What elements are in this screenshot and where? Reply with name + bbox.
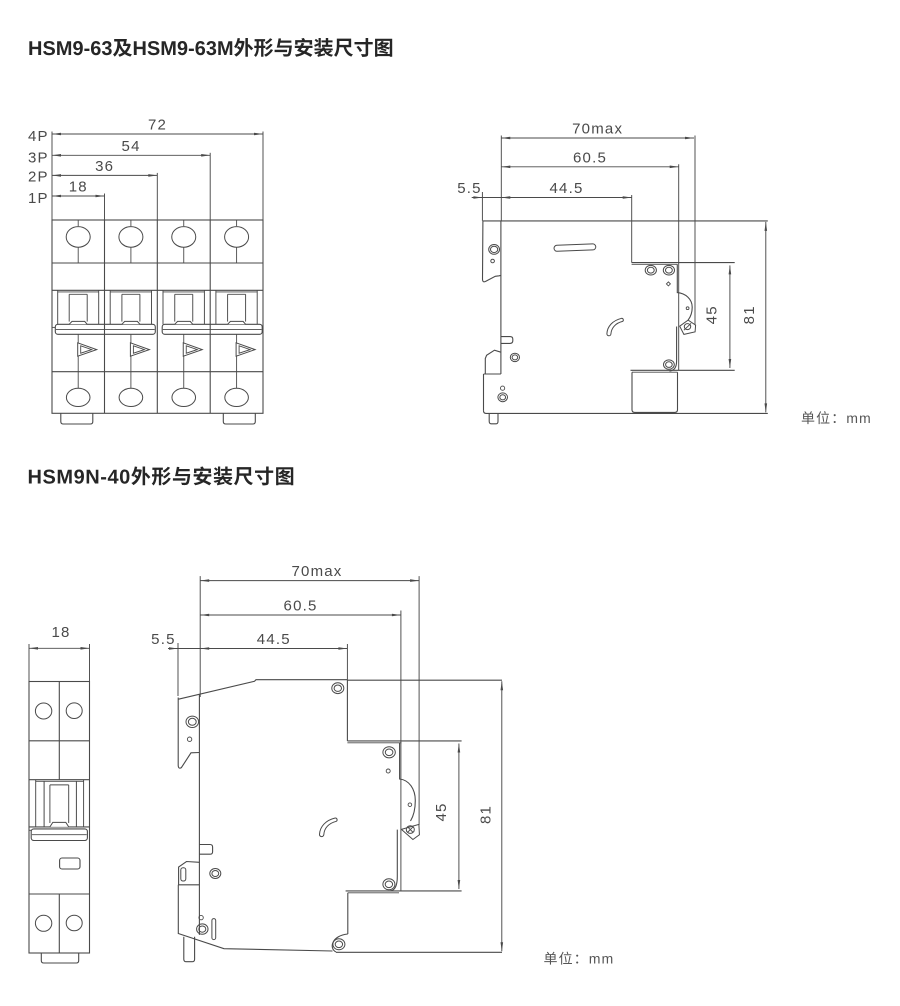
svg-text:45: 45 [704, 305, 721, 324]
svg-text:18: 18 [69, 179, 88, 196]
svg-text:2P: 2P [28, 169, 49, 186]
svg-text:70max: 70max [291, 563, 342, 580]
svg-text:3P: 3P [28, 149, 49, 166]
svg-text:44.5: 44.5 [550, 180, 584, 197]
svg-text:5.5: 5.5 [457, 180, 481, 197]
svg-text:81: 81 [741, 305, 758, 324]
svg-text:18: 18 [51, 624, 70, 641]
svg-text:44.5: 44.5 [257, 631, 291, 648]
svg-text:1P: 1P [28, 190, 49, 207]
svg-text:45: 45 [433, 802, 450, 821]
svg-text:5.5: 5.5 [151, 631, 175, 648]
svg-text:4P: 4P [28, 128, 49, 145]
svg-text:81: 81 [478, 805, 495, 824]
svg-text:60.5: 60.5 [284, 598, 318, 615]
svg-text:70max: 70max [572, 121, 623, 138]
svg-text:72: 72 [148, 117, 167, 134]
svg-text:36: 36 [95, 158, 114, 175]
svg-text:54: 54 [122, 138, 141, 155]
svg-text:60.5: 60.5 [573, 149, 607, 166]
